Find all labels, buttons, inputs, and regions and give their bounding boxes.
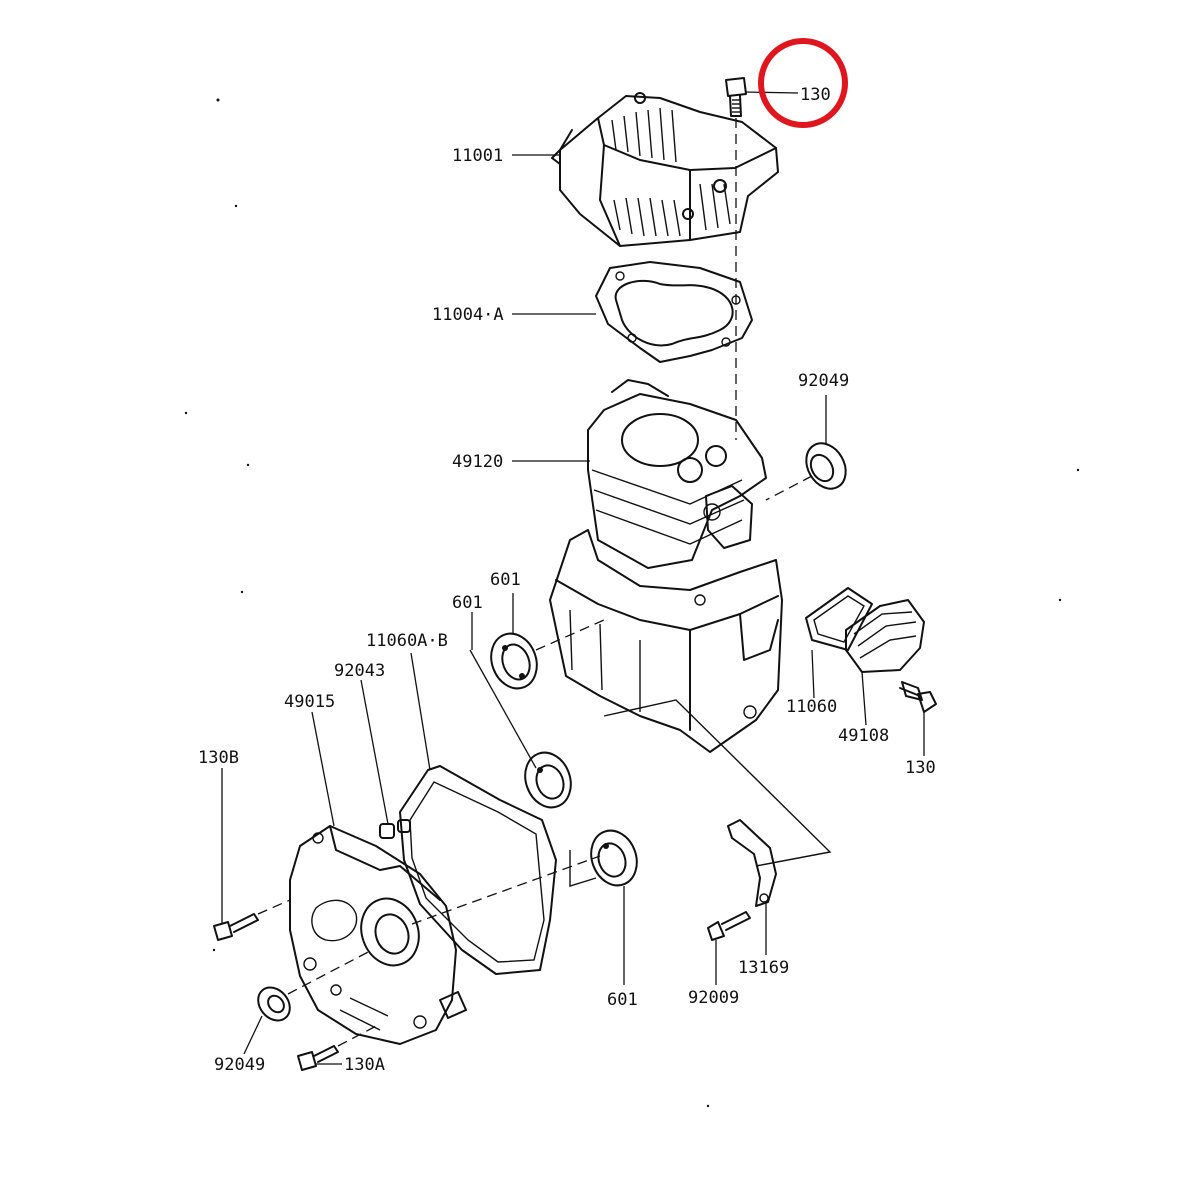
- head-gasket-part: [595, 261, 753, 363]
- label-plate: 13169: [738, 958, 789, 978]
- bearing-upper-part: [490, 632, 538, 690]
- lower-cover-bolt-part: [297, 1045, 339, 1071]
- label-lower-cover-bolt: 130A: [344, 1055, 385, 1075]
- bearing-lower-part: [590, 829, 638, 887]
- label-bearing-upper-a: 601: [490, 570, 521, 590]
- label-head-bolt: 130: [800, 85, 831, 105]
- label-breather-gasket: 11060: [786, 697, 837, 717]
- seal-left-axis: [287, 949, 373, 995]
- label-breather-bolt: 130: [905, 758, 936, 778]
- oil-seal-left-part: [257, 986, 291, 1022]
- breather-bolt-part: [899, 681, 937, 713]
- bearing-axis-line: [535, 619, 605, 651]
- bearing-middle-part: [524, 751, 572, 809]
- cylinder-block-part: [549, 379, 783, 753]
- label-cylinder-block: 49120: [452, 452, 503, 472]
- label-oil-seal-left: 92049: [214, 1055, 265, 1075]
- crankcase-cover-part: [289, 825, 467, 1045]
- seal-axis-line: [765, 475, 813, 501]
- lower-bolt-axis: [337, 1023, 381, 1047]
- label-crankcase-cover: 49015: [284, 692, 335, 712]
- dowel-pin-part: [379, 819, 411, 839]
- plate-bolt-part: [707, 911, 751, 941]
- assembly-guide-line: [603, 699, 832, 867]
- oil-seal-right-part: [805, 442, 847, 490]
- label-breather-cover: 49108: [838, 726, 889, 746]
- label-bearing-upper-b: 601: [452, 593, 483, 613]
- cover-bolt-part: [213, 913, 259, 941]
- label-crankcase-gasket: 11060A·B: [366, 631, 448, 651]
- breather-cover-part: [845, 599, 925, 673]
- highlight-circle: [758, 38, 848, 128]
- label-dowel-pin: 92043: [334, 661, 385, 681]
- label-plate-bolt: 92009: [688, 988, 739, 1008]
- plate-part: [727, 819, 777, 907]
- label-cover-bolt: 130B: [198, 748, 239, 768]
- label-bearing-lower: 601: [607, 990, 638, 1010]
- label-head-gasket: 11004·A: [432, 305, 504, 325]
- cover-bolt-axis: [257, 899, 291, 915]
- head-bolt-part: [725, 77, 747, 117]
- bearing-lower-bracket: [569, 850, 597, 887]
- label-cylinder-head: 11001: [452, 146, 503, 166]
- label-oil-seal-right: 92049: [798, 371, 849, 391]
- cylinder-head-part: [551, 92, 779, 247]
- crank-axis-line: [411, 855, 601, 925]
